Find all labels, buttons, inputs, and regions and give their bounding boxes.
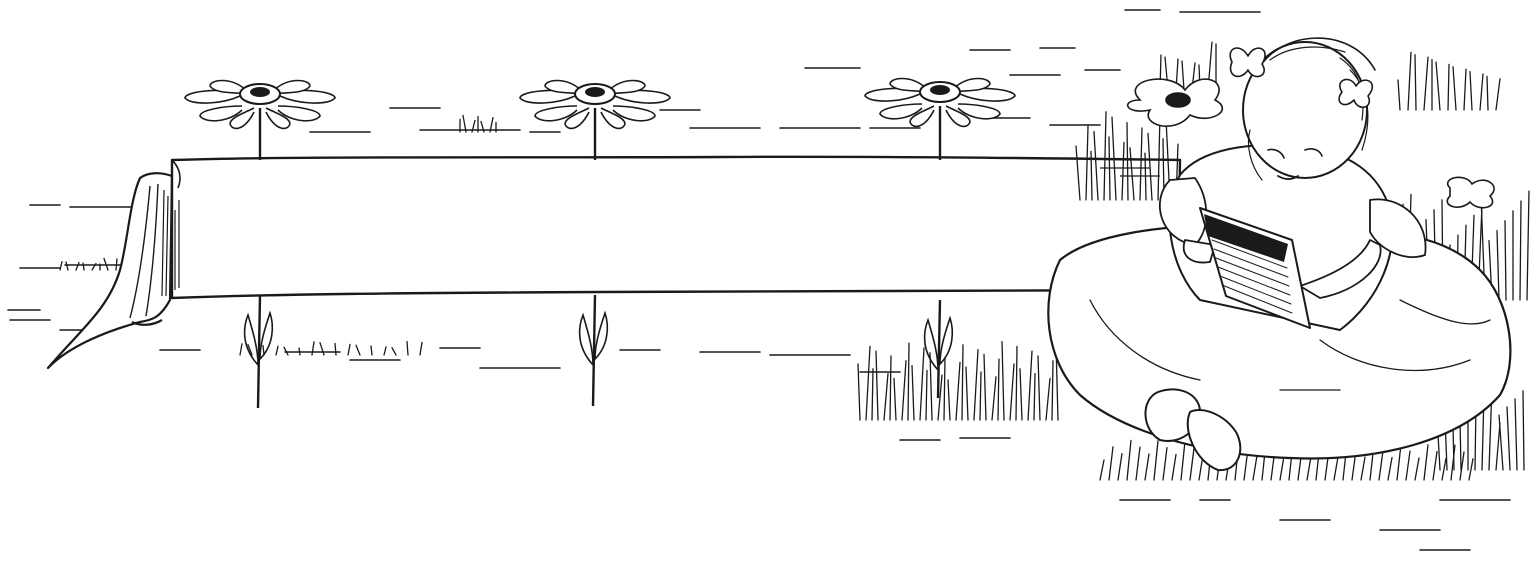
baby-foot [1144, 388, 1201, 442]
ribbon-banner [46, 155, 1182, 370]
seated-baby [1047, 37, 1512, 472]
baby-head [1242, 41, 1368, 179]
baby-foot [1186, 409, 1242, 472]
daisy-flower [519, 79, 671, 407]
daisy-flower [864, 77, 1016, 399]
hair-bow-icon [1338, 78, 1374, 108]
hair-bow-icon [1229, 47, 1266, 78]
horizon-grass-dashes [7, 9, 1511, 551]
banner-band [170, 155, 1182, 300]
book-cover-hatching [1204, 214, 1288, 262]
side-flower [1126, 78, 1495, 209]
banner-tail [46, 172, 174, 370]
foreground-grass [59, 41, 1530, 481]
